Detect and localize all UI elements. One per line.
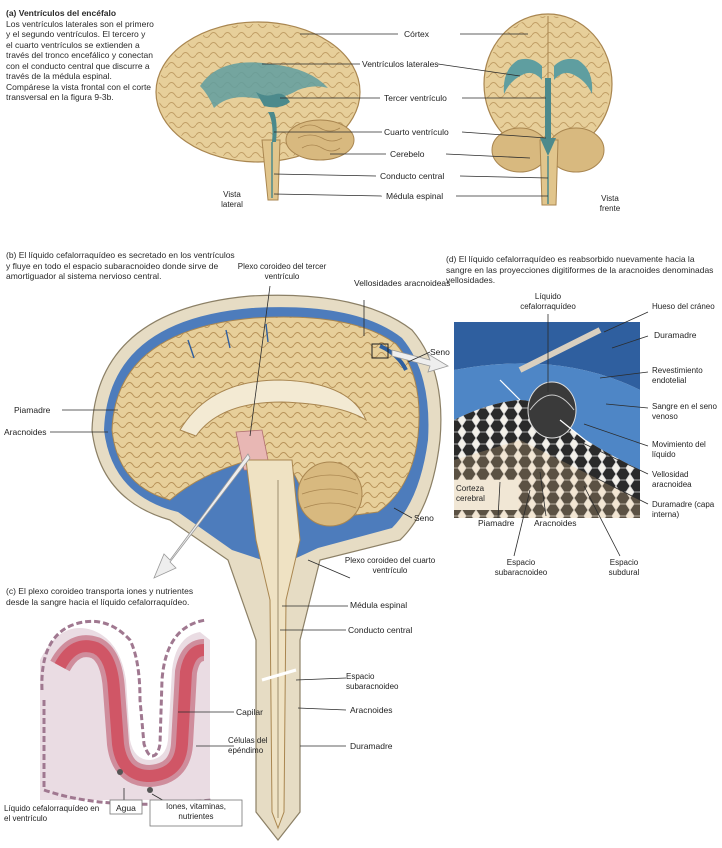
label-arachnoid-villi: Vellosidades aracnoideas: [354, 278, 450, 288]
label-water: Agua: [116, 803, 136, 813]
label-central-canal-b: Conducto central: [348, 625, 412, 635]
panel-a-caption-body: Los ventrículos laterales son el primero…: [6, 19, 154, 103]
label-capillary: Capilar: [236, 707, 263, 717]
label-pia-mater-b: Piamadre: [14, 405, 51, 415]
label-arachnoid-d: Aracnoides: [534, 518, 577, 528]
label-sinus-top: Seno: [430, 347, 450, 357]
label-ions-nutrients: Iones, vitaminas, nutrientes: [150, 802, 242, 822]
panel-c-caption: (c) El plexo coroideo transporta iones y…: [6, 586, 202, 607]
label-subdural-space: Espacio subdural: [598, 558, 650, 578]
label-arachnoid-villus: Vellosidad aracnoidea: [652, 470, 720, 490]
label-lateral-ventricles: Ventrículos laterales: [362, 59, 439, 69]
label-skull-bone: Hueso del cráneo: [652, 302, 718, 312]
label-choroid-plexus-third: Plexo coroideo del tercer ventrículo: [236, 262, 328, 282]
label-dura-mater-b: Duramadre: [350, 741, 393, 751]
label-subarachnoid-space-b: Espacio subaracnoideo: [346, 672, 422, 692]
panel-a-lateral-brain: [156, 22, 360, 200]
label-csf-ventricle: Líquido cefalorraquídeo en el ventrículo: [4, 804, 104, 824]
label-cerebral-cortex: Corteza cerebral: [456, 484, 508, 504]
label-subarachnoid-space-d: Espacio subaracnoideo: [486, 558, 556, 578]
panel-b-caption: (b) El líquido cefalorraquídeo es secret…: [6, 250, 238, 282]
label-central-canal-a: Conducto central: [380, 171, 444, 181]
panel-a-caption: (a) Ventrículos del encéfalo Los ventríc…: [6, 8, 154, 103]
label-endothelial-lining: Revestimiento endotelial: [652, 366, 720, 386]
label-fluid-movement: Movimiento del líquido: [652, 440, 720, 460]
label-third-ventricle: Tercer ventrículo: [384, 93, 447, 103]
label-choroid-plexus-fourth: Plexo coroideo del cuarto ventrículo: [340, 556, 440, 576]
label-arachnoid-b: Aracnoides: [4, 427, 47, 437]
panel-d-caption: (d) El líquido cefalorraquídeo es reabso…: [446, 254, 716, 286]
label-spinal-cord-a: Médula espinal: [386, 191, 443, 201]
label-dura-mater-d: Duramadre: [654, 330, 697, 340]
label-cerebellum: Cerebelo: [390, 149, 425, 159]
panel-a-frontal-brain: [484, 14, 612, 205]
panel-a-labels: Córtex Ventrículos laterales Tercer vent…: [362, 29, 449, 201]
panel-a-caption-title: (a) Ventrículos del encéfalo: [6, 8, 116, 18]
label-pia-mater-d: Piamadre: [478, 518, 515, 528]
label-cortex: Córtex: [404, 29, 430, 39]
label-spinal-cord-b: Médula espinal: [350, 600, 407, 610]
label-inner-dura: Duramadre (capa interna): [652, 500, 720, 520]
label-venous-blood: Sangre en el seno venoso: [652, 402, 720, 422]
label-lateral-view: Vista lateral: [212, 190, 252, 210]
label-arachnoid-b2: Aracnoides: [350, 705, 393, 715]
label-csf: Líquido cefalorraquídeo: [506, 292, 590, 312]
label-ependyma: Células del epéndimo: [228, 736, 288, 756]
label-fourth-ventricle: Cuarto ventrículo: [384, 127, 449, 137]
label-front-view: Vista frente: [592, 194, 628, 214]
label-sinus: Seno: [414, 513, 434, 523]
